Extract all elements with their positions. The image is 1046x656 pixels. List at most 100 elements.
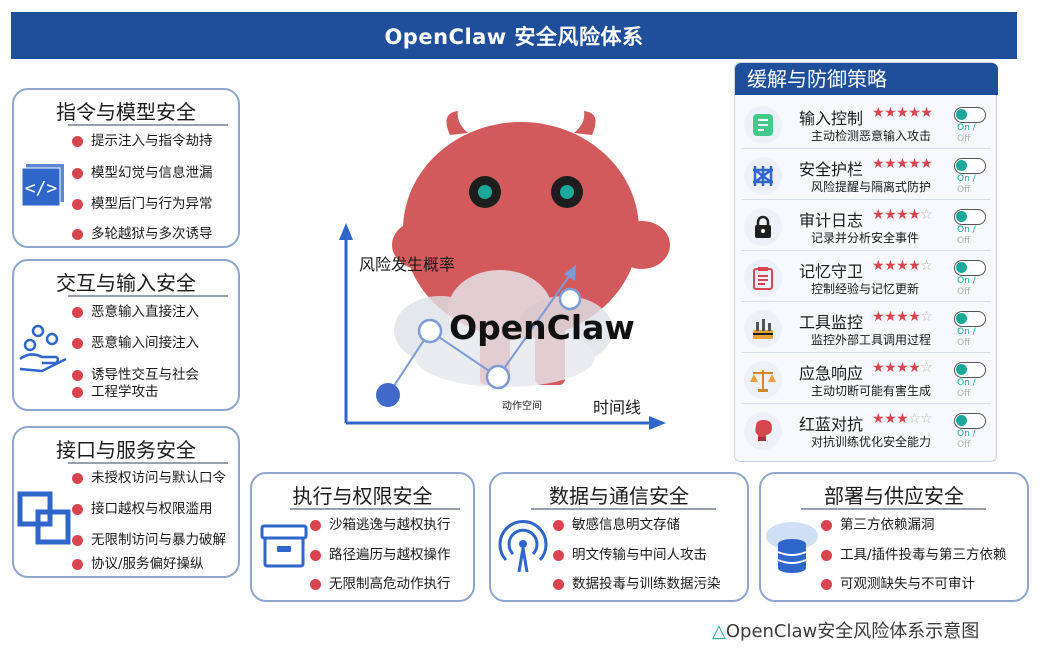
risk-item: 无限制高危动作执行 [310,576,451,593]
star-filled-icon: ★ [884,258,897,274]
strategy-description: 风险提醒与隔离式防护 [811,180,932,194]
risk-item: 工具/插件投毒与第三方依赖 [821,547,1007,564]
strategy-row-memory-guard: 记忆守卫 ★★★★☆ 控制经验与记忆更新 On /Off [741,254,991,302]
rating-stars: ★★★★☆ [872,360,933,376]
star-filled-icon: ★ [908,156,921,172]
risk-item: 路径遍历与越权操作 [310,547,451,564]
star-filled-icon: ★ [896,411,909,427]
strategy-toggle[interactable] [954,413,986,429]
risk-item: 多轮越狱与多次诱导 [72,226,213,243]
caption-text: OpenClaw安全风险体系示意图 [725,621,980,642]
risk-item: 第三方依赖漏洞 [821,517,935,534]
star-filled-icon: ★ [872,156,885,172]
strategy-toggle[interactable] [954,107,986,123]
rating-stars: ★★★★☆ [872,309,933,325]
action-space-label: 动作空间 [502,399,542,412]
star-filled-icon: ★ [872,105,885,121]
toggle-label: On /Off [957,174,976,195]
risk-item: 协议/服务偏好操纵 [72,556,204,573]
star-filled-icon: ★ [872,411,885,427]
star-filled-icon: ★ [908,207,921,223]
card-data-communication-security: 数据与通信安全 敏感信息明文存储 明文传输与中间人攻击 数据投毒与训练数据污染 [489,472,749,602]
triangle-icon: △ [712,621,726,642]
card-title: 执行与权限安全 [292,484,433,508]
risk-item: 未授权访问与默认口令 [72,470,226,487]
star-empty-icon: ☆ [920,258,933,274]
strategy-row-guardrail: 安全护栏 ★★★★★ 风险提醒与隔离式防护 On /Off [741,152,991,200]
code-window-icon: </> [21,164,64,207]
card-title: 接口与服务安全 [56,438,196,462]
x-axis-label: 时间线 [593,398,641,417]
strategy-toggle[interactable] [954,311,986,327]
strategy-toggle[interactable] [954,260,986,276]
strategy-name: 应急响应 [799,364,864,383]
strategy-row-emergency-response: 应急响应 ★★★★☆ 主动切断可能有害生成 On /Off [741,356,991,404]
rating-stars: ★★★★★ [872,156,933,172]
rating-stars: ★★★★★ [872,105,933,121]
strategy-row-red-blue-team: 红蓝对抗 ★★★☆☆ 对抗训练优化安全能力 On /Off [741,407,991,455]
star-filled-icon: ★ [872,207,885,223]
rating-stars: ★★★☆☆ [872,411,933,427]
star-filled-icon: ★ [908,309,921,325]
star-empty-icon: ☆ [908,411,921,427]
strategy-toggle[interactable] [954,362,986,378]
strategy-toggle[interactable] [954,209,986,225]
risk-item-continued: 工程学攻击 [72,384,159,401]
cloud-shape [394,270,613,387]
card-deployment-supply-security: 部署与供应安全 第三方依赖漏洞 工具/插件投毒与第三方依赖 可观测缺失与不可审计 [759,472,1029,602]
strategy-name: 记忆守卫 [799,262,864,281]
star-filled-icon: ★ [884,156,897,172]
card-title: 数据与通信安全 [549,484,689,508]
star-filled-icon: ★ [872,258,885,274]
risk-item: 明文传输与中间人攻击 [553,547,707,564]
list-icon [744,106,782,144]
strategy-name: 输入控制 [799,109,864,128]
star-filled-icon: ★ [896,156,909,172]
tools-icon [744,310,782,348]
risk-item: 无限制访问与暴力破解 [72,532,226,549]
risk-item: 模型幻觉与信息泄漏 [72,165,213,182]
star-filled-icon: ★ [884,360,897,376]
risk-item: 模型后门与行为异常 [72,196,213,213]
star-filled-icon: ★ [896,360,909,376]
cloud-database-icon [766,522,818,573]
star-filled-icon: ★ [920,156,933,172]
star-filled-icon: ★ [872,360,885,376]
strategy-description: 对抗训练优化安全能力 [811,435,932,449]
toggle-label: On /Off [957,429,976,450]
card-title: 指令与模型安全 [56,100,196,124]
panel-title: 缓解与防御策略 [735,63,998,95]
star-filled-icon: ★ [884,105,897,121]
card-execution-permission-security: 执行与权限安全 沙箱逃逸与越权执行 路径遍历与越权操作 无限制高危动作执行 [250,472,475,602]
star-empty-icon: ☆ [920,411,933,427]
strategy-row-input-control: 输入控制 ★★★★★ 主动检测恶意输入攻击 On /Off [741,101,991,149]
rating-stars: ★★★★☆ [872,258,933,274]
center-illustration: 风险发生概率 时间线 动作空间 OpenClaw [339,111,670,430]
strategy-toggle[interactable] [954,158,986,174]
lock-icon [744,208,782,246]
toggle-label: On /Off [957,378,976,399]
strategy-row-tool-monitor: 工具监控 ★★★★☆ 监控外部工具调用过程 On /Off [741,305,991,353]
star-filled-icon: ★ [896,309,909,325]
linked-squares-icon [17,491,71,545]
boxing-glove-icon [744,412,782,450]
star-empty-icon: ☆ [920,360,933,376]
risk-item: 可观测缺失与不可审计 [821,576,975,593]
star-filled-icon: ★ [884,411,897,427]
card-title: 交互与输入安全 [56,271,196,295]
risk-item: 数据投毒与训练数据污染 [553,576,721,593]
star-filled-icon: ★ [884,309,897,325]
signal-broadcast-icon [498,520,548,573]
y-axis-label: 风险发生概率 [359,255,455,274]
mitigation-strategies-panel: 缓解与防御策略 输入控制 ★★★★★ 主动检测恶意输入攻击 On /Off 安全… [734,62,998,462]
strategy-description: 记录并分析安全事件 [811,231,920,245]
card-instruction-model-security: 指令与模型安全 </> 提示注入与指令劫持 模型幻觉与信息泄漏 模型后门与行为异… [12,88,240,248]
risk-item: 接口越权与权限滥用 [72,501,213,518]
strategy-description: 监控外部工具调用过程 [811,333,932,347]
scale-icon [744,361,782,399]
star-filled-icon: ★ [908,258,921,274]
card-title: 部署与供应安全 [824,484,964,508]
risk-item: 恶意输入间接注入 [72,335,199,352]
star-filled-icon: ★ [884,207,897,223]
svg-text:</>: </> [25,178,58,199]
